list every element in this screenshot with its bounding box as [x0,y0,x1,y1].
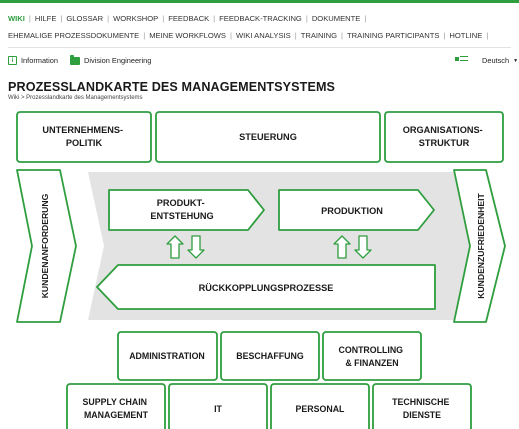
nav-link-hotline[interactable]: HOTLINE [449,31,483,40]
nav-separator: | [341,31,343,40]
nav-separator: | [294,31,297,40]
up-arrow-icon [333,235,351,259]
nav-separator: | [162,14,165,23]
nav-separator: | [213,14,216,23]
down-arrow-icon [354,235,372,259]
box-supply-chain-management[interactable] [66,383,166,429]
box-technische-dienste[interactable] [372,383,472,429]
arrow-produktion-label: PRODUKTION [321,206,383,216]
nav-link-feedback-tracking[interactable]: FEEDBACK-TRACKING [219,14,302,23]
chevron-kundenzufriedenheit[interactable] [453,169,506,323]
nav-link-dokumente[interactable]: DOKUMENTE [311,14,361,23]
nav-separator: | [230,31,232,40]
division-label: Division Engineering [84,56,152,65]
box-beschaffung-label: BESCHAFFUNG [236,351,304,361]
box-personal-label: PERSONAL [296,404,346,414]
arrow-produktentstehung[interactable] [108,189,265,231]
folder-icon [70,54,80,65]
nav-link-wiki-analysis[interactable]: WIKI ANALYSIS [236,31,291,40]
nav-separator: | [60,14,63,23]
chevron-down-icon: ▼ [513,57,519,64]
division-link[interactable]: Division Engineering [70,54,152,65]
page-title: PROZESSLANDKARTE DES MANAGEMENTSYSTEMS [8,80,336,94]
chevron-kundenzufriedenheit-label: KUNDENZUFRIEDENHEIT [476,192,486,298]
arrow-rueckkopplungsprozesse[interactable] [96,264,436,310]
nav-separator: | [28,14,31,23]
nav-link-feedback[interactable]: FEEDBACK [168,14,210,23]
nav-separator: | [143,31,146,40]
info-icon: i [8,56,17,65]
down-arrow-icon [187,235,205,259]
box-controlling-finanzen[interactable] [322,331,422,381]
breadcrumb[interactable]: Wiki > Prozesslandkarte des Managementsy… [8,95,143,101]
top-accent-bar [0,0,519,6]
nav-link-training-participants[interactable]: TRAINING PARTICIPANTS [347,31,440,40]
arrow-produktion[interactable] [278,189,435,231]
box-organisationsstruktur[interactable] [384,111,504,163]
nav-divider [8,47,511,48]
box-unternehmenspolitik-label: UNTERNEHMENS- POLITIK [42,125,125,148]
box-beschaffung[interactable] [220,331,320,381]
list-view-icon [455,56,468,61]
box-personal[interactable] [270,383,370,429]
arrow-rueckkopplungsprozesse-label: RÜCKKOPPLUNGSPROZESSE [199,283,334,293]
nav-separator: | [486,31,489,40]
box-administration[interactable] [117,331,218,381]
box-steuerung[interactable] [155,111,381,163]
box-technische-dienste-label: TECHNISCHE DIENSTE [392,397,452,420]
box-supply-chain-management-label: SUPPLY CHAIN MANAGEMENT [83,397,150,420]
main-navigation-row-2: EHEMALIGE PROZESSDOKUMENTE|MEINE WORKFLO… [8,31,492,40]
chevron-kundenanforderung-label: KUNDENANFORDERUNG [40,193,50,298]
nav-link-training[interactable]: TRAINING [300,31,338,40]
nav-separator: | [364,14,367,23]
information-link[interactable]: i Information [8,56,58,65]
nav-link-ehemalige-prozessdokumente[interactable]: EHEMALIGE PROZESSDOKUMENTE [8,31,140,40]
view-toggle-button[interactable] [455,56,468,61]
main-navigation-row-1: WIKI|HILFE|GLOSSAR|WORKSHOP|FEEDBACK|FEE… [8,14,370,23]
box-it[interactable] [168,383,268,429]
nav-link-wiki[interactable]: WIKI [8,14,25,23]
arrow-produktentstehung-label: PRODUKT- ENTSTEHUNG [150,198,213,221]
language-select[interactable]: Deutsch ▼ [482,56,518,65]
nav-link-workshop[interactable]: WORKSHOP [113,14,159,23]
up-arrow-icon [166,235,184,259]
language-label: Deutsch [482,56,510,65]
information-label: Information [21,56,58,65]
box-unternehmenspolitik[interactable] [16,111,152,163]
nav-separator: | [443,31,446,40]
nav-link-glossar[interactable]: GLOSSAR [66,14,104,23]
box-controlling-finanzen-label: CONTROLLING & FINANZEN [339,345,406,368]
nav-link-hilfe[interactable]: HILFE [34,14,57,23]
box-organisationsstruktur-label: ORGANISATIONS- STRUKTUR [403,125,486,148]
box-steuerung-label: STEUERUNG [239,132,297,142]
box-it-label: IT [214,404,222,414]
nav-link-meine-workflows[interactable]: MEINE WORKFLOWS [149,31,227,40]
nav-separator: | [305,14,308,23]
toolbar: i Information Division Engineering Deuts… [8,54,518,68]
box-administration-label: ADMINISTRATION [129,351,205,361]
nav-separator: | [107,14,110,23]
chevron-kundenanforderung[interactable] [16,169,77,323]
